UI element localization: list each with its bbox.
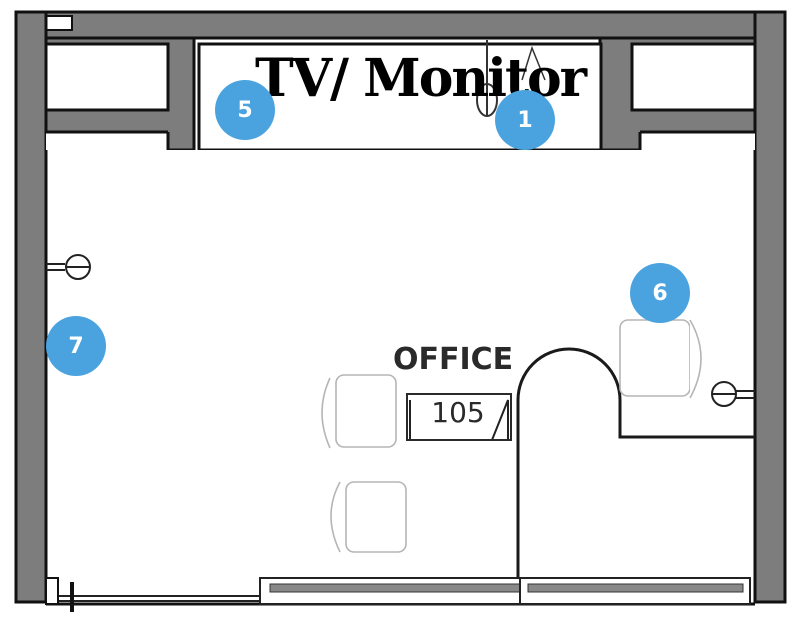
room-name-label: OFFICE (393, 342, 514, 377)
tv-outlet-icon (476, 40, 546, 117)
left-wall (14, 10, 48, 604)
left-closet (44, 42, 170, 112)
marker-7-label: 7 (68, 333, 84, 359)
chair-right (619, 319, 702, 399)
marker-6-label: 6 (652, 280, 668, 306)
right-wall (753, 10, 787, 604)
marker-6[interactable]: 6 (630, 263, 690, 323)
marker-1[interactable]: 1 (495, 90, 555, 150)
room-number-label: 105 (431, 395, 485, 429)
marker-1-label: 1 (517, 107, 533, 133)
left-room-interior (46, 132, 168, 152)
chair-left-top (321, 374, 397, 449)
right-outlet-icon (711, 381, 755, 407)
right-closet (630, 42, 757, 112)
desk-outline (516, 347, 755, 600)
top-wall (20, 10, 784, 40)
marker-5-label: 5 (237, 97, 253, 123)
marker-7[interactable]: 7 (46, 316, 106, 376)
chair-left-bottom (330, 481, 407, 553)
bottom-wall (45, 577, 755, 612)
left-outlet-icon (46, 254, 91, 280)
marker-5[interactable]: 5 (215, 80, 275, 140)
